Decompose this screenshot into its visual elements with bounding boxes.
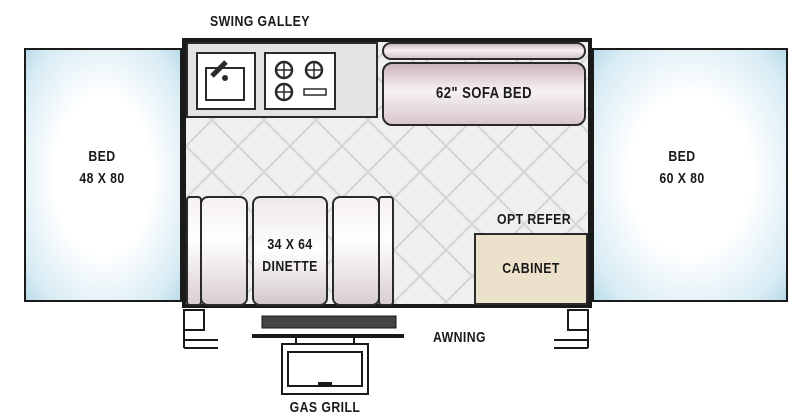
- dinette-size-label: 34 X 64: [267, 236, 313, 253]
- sofa-back-cushion: [382, 42, 586, 60]
- gas-grill-label: GAS GRILL: [289, 399, 361, 416]
- sofa-bed: [382, 62, 586, 126]
- sofa-bed-label: 62" SOFA BED: [436, 85, 532, 102]
- opt-refer-label: OPT REFER: [497, 211, 572, 228]
- left-bed-label: BED: [88, 148, 116, 165]
- entry-step: [261, 315, 397, 329]
- right-bed: [592, 48, 788, 302]
- left-bed-size: 48 X 80: [79, 170, 125, 187]
- left-stabilizer: [183, 309, 205, 331]
- sink-icon: [196, 52, 256, 110]
- dinette-table: [252, 196, 328, 306]
- stove-icon: [264, 52, 336, 110]
- right-bed-size: 60 X 80: [659, 170, 705, 187]
- left-bed: [24, 48, 182, 302]
- dinette-seat-left: [200, 196, 248, 306]
- right-stabilizer: [567, 309, 589, 331]
- right-bed-label: BED: [668, 148, 696, 165]
- dinette-seat-right-back: [378, 196, 394, 306]
- awning-label: AWNING: [433, 329, 487, 346]
- swing-galley-label: SWING GALLEY: [210, 13, 310, 30]
- cabinet: [474, 233, 588, 305]
- gas-grill: [281, 343, 369, 395]
- cabinet-label: CABINET: [502, 260, 560, 277]
- dinette-label: DINETTE: [262, 258, 318, 275]
- dinette-seat-right: [332, 196, 380, 306]
